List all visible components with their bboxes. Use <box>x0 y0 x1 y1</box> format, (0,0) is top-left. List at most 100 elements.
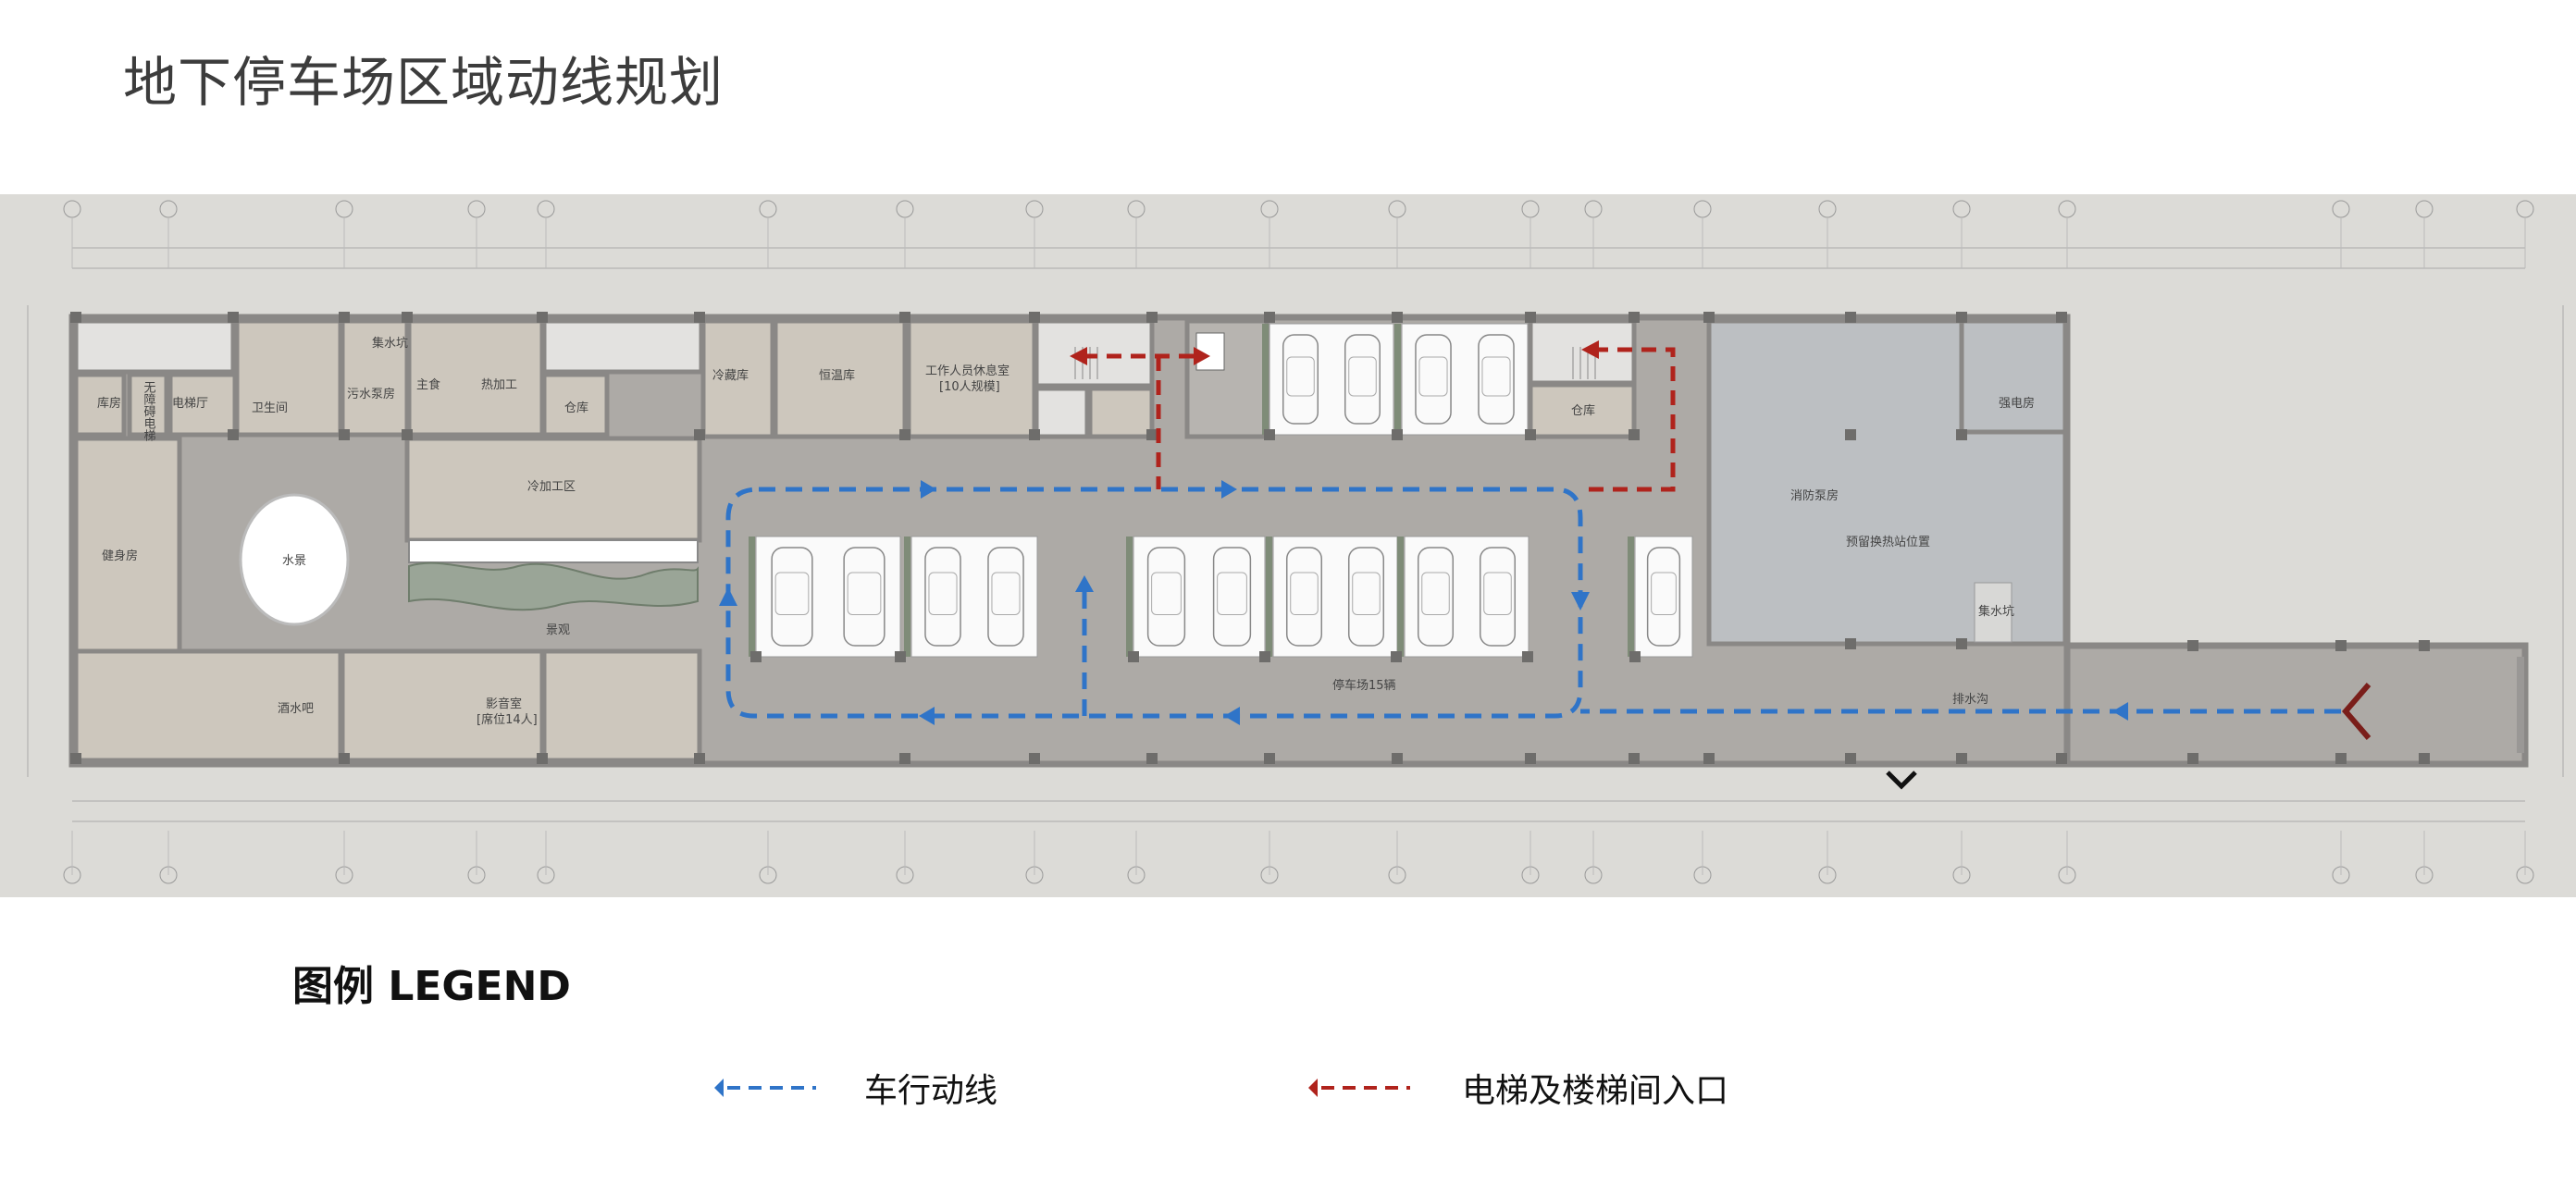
car-icon <box>1146 547 1186 647</box>
car-roof <box>1418 356 1448 397</box>
stair-entry-arrows <box>1070 340 1599 365</box>
car-loop-path <box>725 487 1583 719</box>
column <box>1525 429 1536 440</box>
stair-entry-route <box>1083 347 1676 492</box>
axis-marker <box>1388 200 1406 218</box>
sump <box>1974 582 2012 643</box>
car-roof <box>1651 572 1677 615</box>
column <box>339 312 350 323</box>
car-icon <box>1479 547 1517 647</box>
car-icon <box>1347 547 1385 647</box>
axis-marker <box>537 200 555 218</box>
water-feature <box>239 493 350 626</box>
column <box>1146 312 1158 323</box>
red-dashed-arrow-icon <box>1308 1079 1410 1097</box>
planter-strip <box>1628 536 1634 657</box>
room-label: 冷加工区 <box>527 480 576 494</box>
car-roof <box>1481 356 1511 397</box>
mid-top-rooms <box>700 318 1637 439</box>
car-icon <box>1415 334 1452 425</box>
column <box>228 429 239 440</box>
planter-strip <box>749 536 755 657</box>
structural-columns <box>70 312 2430 764</box>
car-roof <box>1483 572 1512 615</box>
car-icon <box>1212 547 1252 647</box>
axis-marker <box>1818 200 1837 218</box>
ramp-edge <box>2517 657 2524 753</box>
room-label: 强电房 <box>1999 396 2035 411</box>
landscape-garden <box>408 561 699 611</box>
room-label: 电梯厅 <box>172 397 208 411</box>
legend-item-stair-entry: 电梯及楼梯间入口 <box>1308 1064 1728 1112</box>
planter-strip <box>1126 536 1133 657</box>
room-label: 污水泵房 <box>347 387 395 401</box>
arrow-left-icon <box>1581 340 1599 359</box>
power-room <box>1959 318 2068 435</box>
room-label: [席位14人] <box>477 712 538 727</box>
axis-marker <box>467 200 486 218</box>
car-roof <box>1421 572 1450 615</box>
column <box>2419 753 2430 764</box>
room-label: 工作人员休息室 <box>925 364 1009 378</box>
column <box>1029 753 1040 764</box>
parking-block <box>1401 323 1529 436</box>
axis-marker <box>1260 200 1279 218</box>
column <box>1264 429 1275 440</box>
parking-block <box>1272 536 1398 658</box>
room-label: 卫生间 <box>252 401 288 415</box>
parking-block <box>910 536 1038 658</box>
axis-marker <box>2516 200 2534 218</box>
axis-marker <box>759 200 777 218</box>
room-label: 影音室 <box>486 697 522 711</box>
column <box>537 753 548 764</box>
planter-strip <box>1266 536 1272 657</box>
column <box>750 651 762 662</box>
room-label: 景观 <box>546 623 570 637</box>
car-roof <box>1352 572 1381 615</box>
axis-marker <box>2415 200 2434 218</box>
column <box>2056 753 2067 764</box>
column <box>1525 753 1536 764</box>
column <box>2187 640 2198 651</box>
column <box>70 312 81 323</box>
exit-chevron-icon <box>1886 771 1917 790</box>
entry-chevron-icon <box>2342 683 2372 740</box>
car-roof <box>847 572 882 615</box>
column <box>70 753 81 764</box>
parking-block <box>1133 536 1266 658</box>
column <box>1956 429 1967 440</box>
column <box>537 312 548 323</box>
column <box>339 753 350 764</box>
column <box>1392 312 1403 323</box>
room-label: 排水沟 <box>1952 693 1988 707</box>
car-icon <box>1282 334 1319 425</box>
column <box>1703 753 1715 764</box>
room-label: 预留换热站位置 <box>1846 536 1930 549</box>
car-icon <box>1285 547 1323 647</box>
axis-marker <box>1025 200 1044 218</box>
car-icon <box>1478 334 1515 425</box>
room-label: 停车场15辆 <box>1332 678 1396 693</box>
column <box>1522 651 1533 662</box>
room-label: 集水坑 <box>372 336 408 351</box>
arrow-left-icon <box>1224 707 1240 725</box>
car-roof <box>1217 572 1247 615</box>
column <box>339 429 350 440</box>
column <box>1629 429 1640 440</box>
axis-marker <box>1584 200 1603 218</box>
column <box>1956 753 1967 764</box>
column <box>899 312 910 323</box>
column <box>899 753 910 764</box>
column <box>1845 312 1856 323</box>
car-icon <box>771 547 813 647</box>
room-label: 酒水吧 <box>278 702 314 716</box>
axis-marker <box>63 200 81 218</box>
column <box>1029 312 1040 323</box>
page-title: 地下停车场区域动线规划 <box>123 51 724 114</box>
column <box>1629 651 1641 662</box>
legend-item-car-flow: 车行动线 <box>714 1064 997 1112</box>
column <box>2335 640 2347 651</box>
column <box>1525 312 1536 323</box>
entry-ramp <box>2063 642 2529 768</box>
arrow-right-icon <box>921 480 936 499</box>
